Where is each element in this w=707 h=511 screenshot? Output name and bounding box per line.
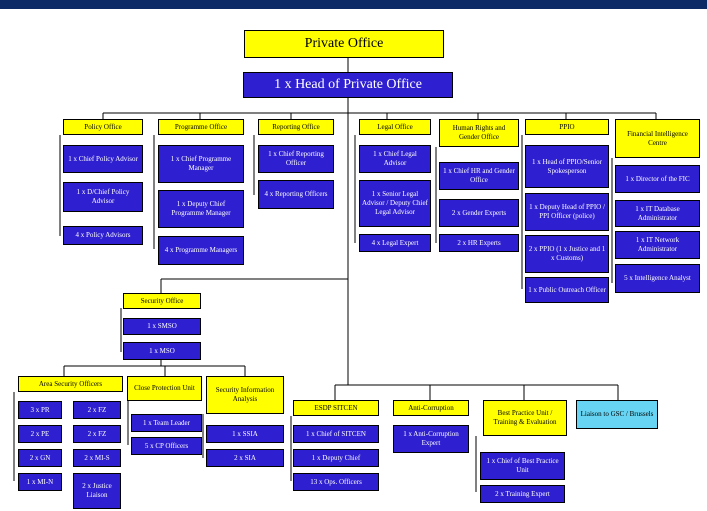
policy-item: 1 x D/Chief Policy Advisor [63,182,143,212]
legal-item: 1 x Chief Legal Advisor [359,145,431,173]
legal-item: 4 x Legal Expert [359,234,431,252]
security-item: 1 x SMSO [123,318,201,335]
programme-item: 1 x Deputy Chief Programme Manager [158,190,244,228]
private-office-box: Private Office [244,30,444,58]
fic-item: 1 x IT Database Administrator [615,200,700,227]
programme-item: 1 x Chief Programme Manager [158,145,244,183]
best-practice-item: 1 x Chief of Best Practice Unit [480,452,565,480]
policy-item: 1 x Chief Policy Advisor [63,145,143,173]
policy-item: 4 x Policy Advisors [63,226,143,245]
anti-corruption-box: Anti-Corruption [393,400,469,416]
area-security-item: 2 x FZ [73,401,121,419]
programme-office-box: Programme Office [158,119,244,135]
area-security-item: 2 x Justice Liaison [73,473,121,509]
ppio-item: 2 x PPIO (1 x Justice and 1 x Customs) [525,235,609,273]
esdp-item: 1 x Deputy Chief [293,449,379,467]
area-security-item: 3 x PR [18,401,62,419]
best-practice-item: 2 x Training Expert [480,485,565,503]
fic-office-box: Financial Intelligence Centre [615,119,700,158]
security-office-box: Security Office [123,293,201,309]
esdp-item: 13 x Ops. Officers [293,473,379,491]
esdp-sitcen-box: ESDP SITCEN [293,400,379,416]
fic-item: 5 x Intelligence Analyst [615,264,700,293]
area-security-item: 2 x GN [18,449,62,467]
close-protection-unit-box: Close Protection Unit [127,376,202,401]
ppio-item: 1 x Public Outreach Officer [525,277,609,303]
reporting-item: 1 x Chief Reporting Officer [258,145,334,173]
close-protection-item: 1 x Team Leader [131,414,202,432]
best-practice-unit-box: Best Practice Unit / Training & Evaluati… [483,400,567,436]
fic-item: 1 x IT Network Administrator [615,231,700,259]
reporting-office-box: Reporting Office [258,119,334,135]
human-rights-item: 1 x Chief HR and Gender Office [439,162,519,190]
liaison-gsc-brussels-box: Liaison to GSC / Brussels [576,400,658,429]
anti-corruption-item: 1 x Anti-Corruption Expert [393,425,469,453]
human-rights-item: 2 x Gender Experts [439,199,519,227]
head-of-private-office-box: 1 x Head of Private Office [243,72,453,98]
header-bar [0,0,707,9]
reporting-item: 4 x Reporting Officers [258,180,334,209]
programme-item: 4 x Programme Managers [158,236,244,265]
area-security-item: 2 x FZ [73,425,121,443]
area-security-item: 2 x PE [18,425,62,443]
fic-item: 1 x Director of the FIC [615,165,700,193]
area-security-officers-box: Area Security Officers [18,376,123,392]
security-item: 1 x MSO [123,342,201,360]
security-info-item: 2 x SIA [206,449,284,467]
ppio-item: 1 x Deputy Head of PPIO / PPI Officer (p… [525,193,609,231]
ppio-item: 1 x Head of PPIO/Senior Spokesperson [525,145,609,188]
area-security-item: 2 x MI-S [73,449,121,467]
ppio-office-box: PPIO [525,119,609,135]
policy-office-box: Policy Office [63,119,143,135]
esdp-item: 1 x Chief of SITCEN [293,425,379,443]
close-protection-item: 5 x CP Officers [131,437,202,455]
security-info-item: 1 x SSIA [206,425,284,443]
legal-item: 1 x Senior Legal Advisor / Deputy Chief … [359,180,431,227]
area-security-item: 1 x MI-N [18,473,62,491]
legal-office-box: Legal Office [359,119,431,135]
security-information-analysis-box: Security Information Analysis [206,376,284,414]
human-rights-item: 2 x HR Experts [439,234,519,252]
human-rights-office-box: Human Rights and Gender Office [439,119,519,147]
